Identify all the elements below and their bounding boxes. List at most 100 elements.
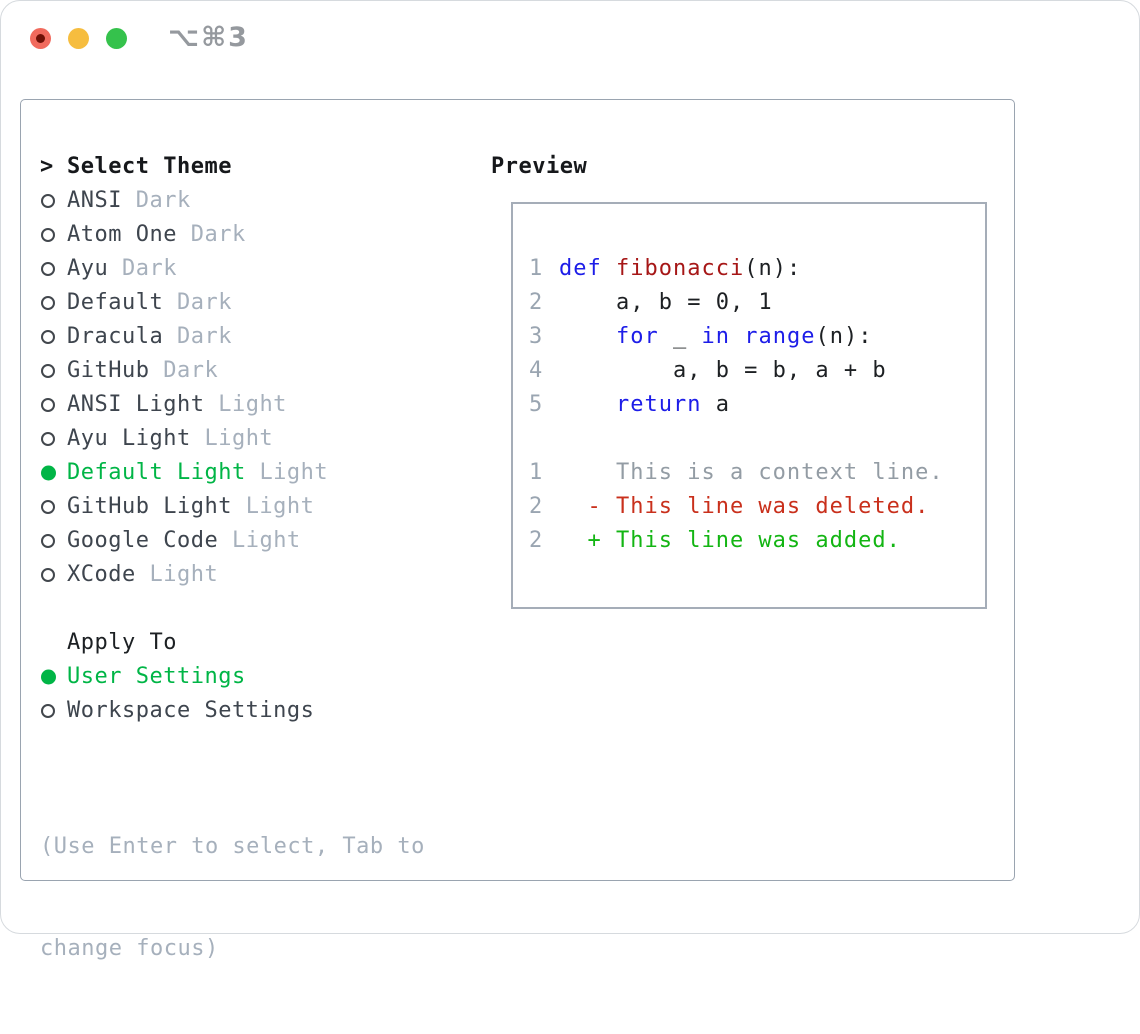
spacer (40, 592, 480, 626)
theme-option-label: GitHub Light (67, 494, 246, 519)
spacer (529, 422, 985, 456)
theme-option-label: ANSI (67, 188, 136, 213)
maximize-button[interactable] (106, 28, 127, 49)
code-text: a, b = b, a + b (559, 358, 887, 383)
line-number: 2 (529, 528, 543, 553)
theme-option-default-light[interactable]: Default Light Light (40, 456, 480, 490)
theme-option-label: Ayu (67, 256, 122, 281)
radio-icon (41, 228, 55, 242)
theme-option-ansi-light[interactable]: ANSI Light Light (40, 388, 480, 422)
radio-icon (41, 500, 55, 514)
line-number: 1 (529, 460, 543, 485)
close-dot-icon (36, 34, 45, 43)
theme-variant-label: Dark (176, 324, 232, 349)
diff-text: This is a context line. (559, 460, 944, 485)
theme-option-github-light[interactable]: GitHub Light Light (40, 490, 480, 524)
line-number: 4 (529, 358, 543, 383)
radio-icon (41, 262, 55, 276)
theme-option-label: Ayu Light (67, 426, 205, 451)
radio-icon (41, 398, 55, 412)
theme-option-label: XCode (67, 562, 150, 587)
apply-option-label: User Settings (67, 664, 246, 689)
preview-title: Preview (491, 154, 588, 179)
theme-variant-label: Light (204, 426, 274, 451)
theme-option-xcode[interactable]: XCode Light (40, 558, 480, 592)
line-number: 3 (529, 324, 543, 349)
theme-variant-label: Dark (163, 358, 219, 383)
help-line-1: (Use Enter to select, Tab to (40, 834, 425, 859)
code-text: return a (615, 392, 730, 417)
theme-variant-label: Dark (190, 222, 246, 247)
radio-selected-icon (41, 669, 56, 685)
apply-option-user-settings[interactable]: User Settings (40, 660, 480, 694)
radio-icon (41, 432, 55, 446)
apply-option-workspace-settings[interactable]: Workspace Settings (40, 694, 480, 728)
radio-icon (41, 534, 55, 548)
radio-icon (41, 330, 55, 344)
theme-option-label: Dracula (67, 324, 177, 349)
line-number: 5 (529, 392, 543, 417)
minimize-button[interactable] (68, 28, 89, 49)
select-theme-header: > Select Theme (40, 150, 480, 184)
code-line: 1 def fibonacci(n): (529, 252, 985, 286)
radio-icon (41, 194, 55, 208)
theme-option-ansi[interactable]: ANSI Dark (40, 184, 480, 218)
theme-variant-label: Dark (135, 188, 191, 213)
theme-option-github[interactable]: GitHub Dark (40, 354, 480, 388)
diff-line-added: 2 + This line was added. (529, 524, 985, 558)
theme-variant-label: Light (231, 528, 301, 553)
apply-option-label: Workspace Settings (67, 698, 315, 723)
radio-icon (41, 568, 55, 582)
theme-option-ayu[interactable]: Ayu Dark (40, 252, 480, 286)
theme-variant-label: Light (149, 562, 219, 587)
line-number: 2 (529, 494, 543, 519)
diff-text: - This line was deleted. (559, 494, 930, 519)
theme-option-label: ANSI Light (67, 392, 219, 417)
theme-variant-label: Light (245, 494, 315, 519)
theme-option-label: GitHub (67, 358, 164, 383)
close-button[interactable] (30, 28, 51, 49)
theme-option-google-code[interactable]: Google Code Light (40, 524, 480, 558)
theme-option-label: Default Light (67, 460, 260, 485)
code-text: a, b = 0, 1 (559, 290, 773, 315)
spacer (40, 728, 480, 762)
radio-icon (41, 364, 55, 378)
code-line: 2 a, b = 0, 1 (529, 286, 985, 320)
help-line-2: change focus) (40, 936, 219, 961)
radio-selected-icon (41, 465, 56, 481)
line-number: 1 (529, 256, 543, 281)
code-line: 5 return a (529, 388, 985, 422)
line-number: 2 (529, 290, 543, 315)
theme-variant-label: Light (259, 460, 329, 485)
theme-option-default[interactable]: Default Dark (40, 286, 480, 320)
apply-to-title: Apply To (67, 630, 177, 655)
apply-to-header: Apply To (40, 626, 480, 660)
diff-text: + This line was added. (559, 528, 901, 553)
theme-option-dracula[interactable]: Dracula Dark (40, 320, 480, 354)
code-text: for _ in range(n): (615, 324, 873, 349)
theme-option-atom-one[interactable]: Atom One Dark (40, 218, 480, 252)
theme-variant-label: Dark (176, 290, 232, 315)
code-line: 3 for _ in range(n): (529, 320, 985, 354)
theme-option-label: Default (67, 290, 177, 315)
theme-option-ayu-light[interactable]: Ayu Light Light (40, 422, 480, 456)
select-theme-title: Select Theme (67, 154, 232, 179)
window-title: ⌥⌘3 (168, 22, 249, 53)
theme-option-label: Atom One (67, 222, 191, 247)
theme-variant-label: Dark (121, 256, 177, 281)
prompt-icon: > (40, 154, 54, 179)
code-text: def fibonacci(n): (559, 256, 802, 281)
diff-preview: 1 This is a context line. 2 - This line w… (529, 456, 985, 558)
apply-to-indent (40, 626, 67, 660)
radio-icon (41, 296, 55, 310)
help-text: (Use Enter to select, Tab to change focu… (40, 762, 480, 1034)
diff-line-deleted: 2 - This line was deleted. (529, 490, 985, 524)
